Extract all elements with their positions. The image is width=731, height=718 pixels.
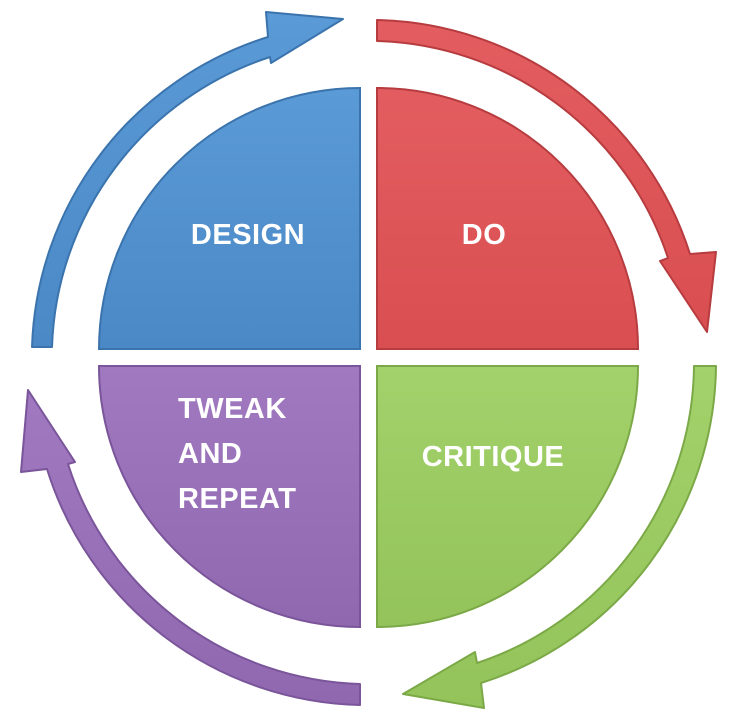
- do-quadrant: [376, 86, 640, 350]
- tweak-label-line3: REPEAT: [178, 483, 296, 515]
- tweak-label-line1: TWEAK: [178, 393, 287, 425]
- critique-label: CRITIQUE: [422, 441, 565, 473]
- do-curved-arrow-icon: [376, 19, 717, 333]
- do-label: DO: [462, 219, 507, 251]
- tweak-quadrant: [97, 365, 361, 629]
- tweak-label-line2: AND: [178, 438, 242, 470]
- critique-curved-arrow-icon: [402, 365, 717, 709]
- tweak-curved-arrow-icon: [20, 389, 361, 706]
- design-label: DESIGN: [191, 219, 305, 251]
- design-curved-arrow-icon: [31, 11, 344, 348]
- design-quadrant: [97, 86, 361, 350]
- critique-quadrant: [376, 365, 640, 629]
